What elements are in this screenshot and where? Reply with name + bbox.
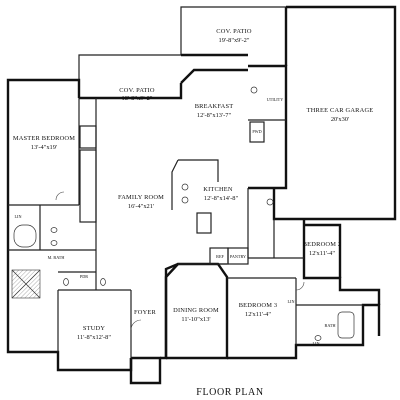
- bathtub: [13, 224, 37, 248]
- bath-sink: [314, 335, 322, 341]
- front-porch: [129, 356, 162, 385]
- kitchen-name: KITCHEN: [203, 186, 233, 193]
- family-top-wall: [79, 83, 183, 100]
- cov-patio-2-name: COV. PATIO: [119, 87, 155, 94]
- closet-1: [79, 125, 97, 149]
- pwd-closet: [249, 121, 265, 143]
- floor-plan-title: FLOOR PLAN: [196, 387, 263, 398]
- m-bath-label: M. BATH: [48, 255, 65, 260]
- cov-patio-2-dims: 18'-8"x9'-2": [122, 95, 153, 102]
- sink-1: [50, 227, 58, 233]
- closet-2: [79, 149, 97, 223]
- bath-label: BATH: [325, 323, 336, 328]
- utility-label: UTILITY: [267, 97, 284, 102]
- dining-room-name: DINING ROOM: [173, 307, 219, 314]
- pwd-label: PWD: [252, 129, 261, 134]
- kitchen-dims: 12'-8"x14'-8": [204, 195, 239, 202]
- cov-patio-1-outline: [180, 6, 286, 55]
- shower-x2: [11, 269, 41, 299]
- study-dims: 11'-8"x12'-8": [77, 334, 111, 341]
- door-swing-2: [55, 191, 65, 201]
- bedroom2-right: [304, 223, 342, 278]
- lin-label-1: LIN: [15, 214, 22, 219]
- door-swing-3: [295, 281, 305, 291]
- exterior-walls: [6, 5, 397, 385]
- dining-room-dims: 11'-10"x13': [181, 316, 210, 323]
- garage-name: THREE CAR GARAGE: [307, 107, 374, 114]
- kitchen-bar-left: [171, 159, 179, 210]
- cov-patio-1-dims: 19'-8"x9'-2": [219, 37, 250, 44]
- room-labels: COV. PATIO 19'-8"x9'-2" COV. PATIO 18'-8…: [13, 28, 374, 346]
- breakfast-name: BREAKFAST: [195, 103, 234, 110]
- bedroom2-exterior: [302, 219, 381, 305]
- fixtures: [11, 86, 355, 341]
- family-room-name: FAMILY ROOM: [118, 194, 164, 201]
- kitchen-island: [196, 212, 212, 234]
- utility-sink: [250, 86, 258, 94]
- door-swing-1: [130, 319, 142, 331]
- kitchen-bar: [178, 159, 219, 182]
- breakfast-bay: [180, 68, 248, 84]
- sink-2: [50, 240, 58, 246]
- lin-label-2: LIN: [313, 341, 320, 346]
- bedroom2-dims: 12'x11'-4": [309, 250, 335, 257]
- family-room-dims: 16'-4"x21': [128, 203, 154, 210]
- bedroom2-name: BEDROOM 2: [303, 241, 342, 248]
- pantry-label: PANTRY: [230, 254, 246, 259]
- study-name: STUDY: [83, 325, 105, 332]
- toilet-2: [100, 278, 106, 286]
- cov-patio-1-name: COV. PATIO: [216, 28, 252, 35]
- toilet-1: [63, 278, 69, 286]
- cooktop-1: [181, 183, 189, 191]
- water-heater: [266, 198, 274, 206]
- master-bedroom-name: MASTER BEDROOM: [13, 135, 75, 142]
- bedroom3-name: BEDROOM 3: [239, 302, 278, 309]
- cooktop-2: [181, 196, 189, 204]
- garage-dims: 20'x30': [331, 116, 349, 123]
- lin-label-3: LIN: [288, 299, 295, 304]
- breakfast-dims: 12'-8"x13'-7": [197, 112, 232, 119]
- interior-walls: [8, 98, 363, 358]
- pantry-box: [227, 247, 249, 265]
- pdr-label: PDR: [80, 274, 88, 279]
- left-exterior-wall: [6, 78, 133, 372]
- master-bedroom-dims: 13'-4"x19': [31, 144, 57, 151]
- garage-walls: [272, 5, 397, 221]
- utility-walls: [248, 64, 288, 190]
- foyer-name: FOYER: [134, 309, 156, 316]
- bath-tub-2: [337, 311, 355, 339]
- bedroom3-dims: 12'x11'-4": [245, 311, 271, 318]
- ref-label: REF: [216, 254, 224, 259]
